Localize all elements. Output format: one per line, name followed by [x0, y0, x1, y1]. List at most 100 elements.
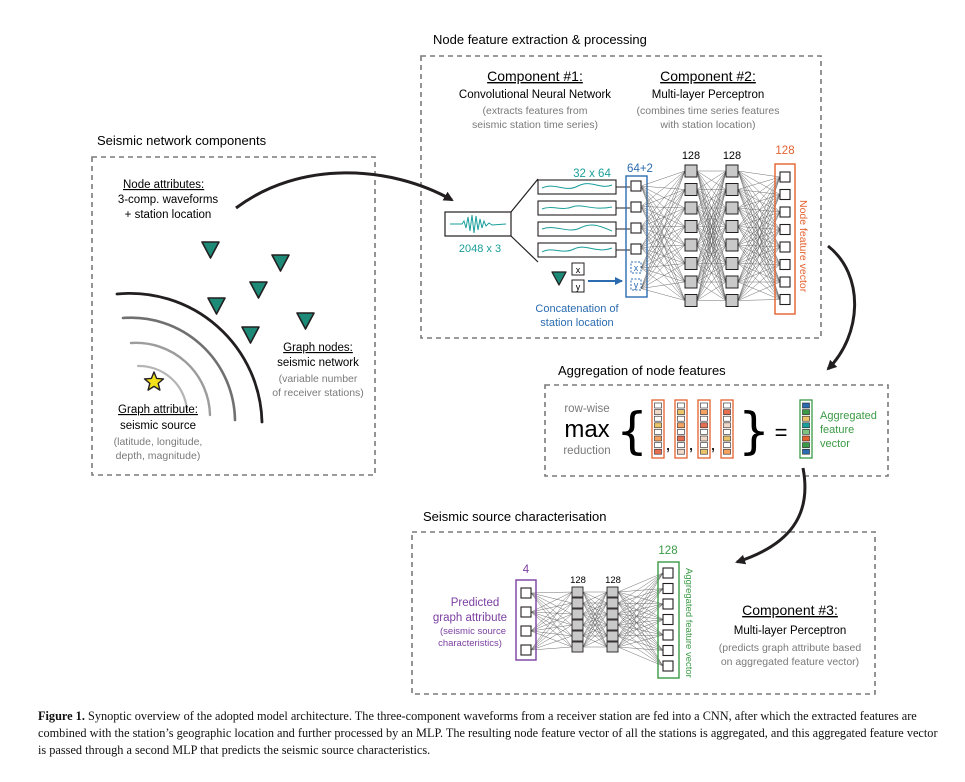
- aggregated-vector-cell: [802, 435, 810, 442]
- connection-line: [617, 588, 664, 626]
- connection-line: [640, 247, 686, 283]
- hidden-node: [684, 257, 698, 270]
- node-attributes-title: Node attributes:: [123, 179, 204, 191]
- concat-caption-line2: station location: [540, 317, 613, 329]
- comma-separator: ,: [665, 434, 670, 454]
- connection-line: [737, 244, 781, 248]
- connection-line: [640, 226, 686, 248]
- connection-line: [617, 602, 664, 636]
- reduction-label: reduction: [563, 445, 610, 457]
- node-vector-cell: [723, 409, 731, 415]
- mlp2-input-label: Aggregated feature vector: [683, 568, 694, 678]
- predicted-label-line2: graph attribute: [433, 612, 507, 624]
- source-characterisation-box: [411, 531, 876, 695]
- conv-feature-trace: [541, 224, 613, 232]
- component3-desc-line1: (predicts graph attribute based: [719, 642, 862, 654]
- component1-name: Convolutional Neural Network: [459, 89, 611, 101]
- connection-line: [640, 189, 686, 269]
- input-waveform-trace: [450, 214, 507, 234]
- component2-desc-line1: (combines time series features: [637, 105, 780, 117]
- input-node: [662, 567, 674, 579]
- connection-line: [617, 588, 664, 604]
- connection-line: [617, 613, 664, 636]
- connection-line: [617, 591, 664, 667]
- component2-name: Multi-layer Perceptron: [652, 89, 764, 101]
- connection-line: [696, 170, 727, 227]
- connection-line: [530, 630, 573, 637]
- connection-line: [737, 226, 781, 248]
- graph-nodes-title: Graph nodes:: [283, 342, 353, 354]
- connection-line: [640, 185, 686, 301]
- mlp2-input-size: 128: [658, 545, 677, 557]
- node-vector-cell: [700, 442, 708, 448]
- connection-line: [617, 619, 664, 626]
- connection-line: [737, 246, 781, 264]
- flow-arrow-to-cnn: [235, 171, 454, 210]
- figure-caption: Figure 1. Synoptic overview of the adopt…: [38, 708, 938, 759]
- aggregated-vector-cell: [802, 442, 810, 448]
- hidden-node: [684, 201, 698, 215]
- node-vector-cell: [700, 402, 708, 409]
- station-location-triangle-icon: [551, 271, 567, 286]
- connection-line: [737, 194, 781, 227]
- station-triangles: [201, 241, 315, 344]
- source-characterisation-section-title: Seismic source characterisation: [423, 509, 607, 524]
- aggregated-vector-cell: [802, 409, 810, 415]
- flow-arrow-to-aggregation: [826, 244, 857, 371]
- hidden-node: [725, 183, 739, 196]
- aggregated-label-line1: Aggregated: [820, 410, 877, 422]
- connection-line: [696, 170, 727, 246]
- connection-line: [737, 176, 781, 301]
- concat-node: [630, 180, 642, 192]
- connection-line: [640, 207, 686, 269]
- comma-separator: ,: [710, 434, 715, 454]
- predicted-label-line4: characteristics): [438, 638, 502, 649]
- hidden-node: [684, 183, 698, 196]
- connection-line: [696, 170, 727, 209]
- node-vector-cell: [723, 422, 731, 429]
- connection-line: [737, 211, 781, 227]
- node-vector-cell: [654, 442, 662, 448]
- connection-line: [640, 207, 686, 248]
- connection-line: [737, 246, 781, 301]
- connection-line: [737, 170, 781, 230]
- mlp2-input-frame: [657, 561, 680, 679]
- connection-line: [530, 592, 573, 604]
- predicted-label-line1: Predicted: [451, 597, 500, 609]
- connection-line: [737, 226, 781, 230]
- connection-line: [640, 247, 686, 301]
- connection-line: [640, 288, 686, 301]
- mlp1-hidden1-size: 128: [682, 150, 700, 162]
- connection-line: [737, 207, 781, 283]
- connection-line: [640, 170, 686, 207]
- output-node: [779, 276, 791, 288]
- aggregation-section-title: Aggregation of node features: [558, 363, 726, 378]
- connection-line: [617, 588, 664, 593]
- node-feature-vector-nodes: [779, 171, 791, 306]
- connection-line: [617, 572, 664, 626]
- connection-line: [582, 591, 608, 626]
- graph-attribute-line1: seismic source: [120, 420, 196, 432]
- output-node: [779, 171, 791, 183]
- connection-line: [737, 207, 781, 300]
- hidden-node: [606, 597, 619, 609]
- component3-title: Component #3:: [742, 602, 838, 618]
- node-vector-cell: [654, 448, 662, 455]
- mlp2-nodes: [571, 586, 619, 653]
- hidden-node: [725, 238, 739, 252]
- connection-line: [617, 603, 664, 626]
- connection-line: [737, 207, 781, 248]
- connection-line: [617, 591, 664, 651]
- wavefront-arc: [115, 292, 264, 424]
- connection-line: [737, 189, 781, 230]
- component1-desc-line1: (extracts features from: [482, 105, 587, 117]
- input-node: [662, 598, 674, 610]
- connection-line: [640, 281, 686, 289]
- hidden-node: [684, 238, 698, 252]
- concat-node: [630, 201, 642, 213]
- connection-line: [582, 591, 608, 648]
- connection-line: [696, 189, 727, 301]
- equals-sign: =: [775, 420, 788, 445]
- connection-line: [640, 170, 686, 248]
- connection-line: [530, 646, 573, 651]
